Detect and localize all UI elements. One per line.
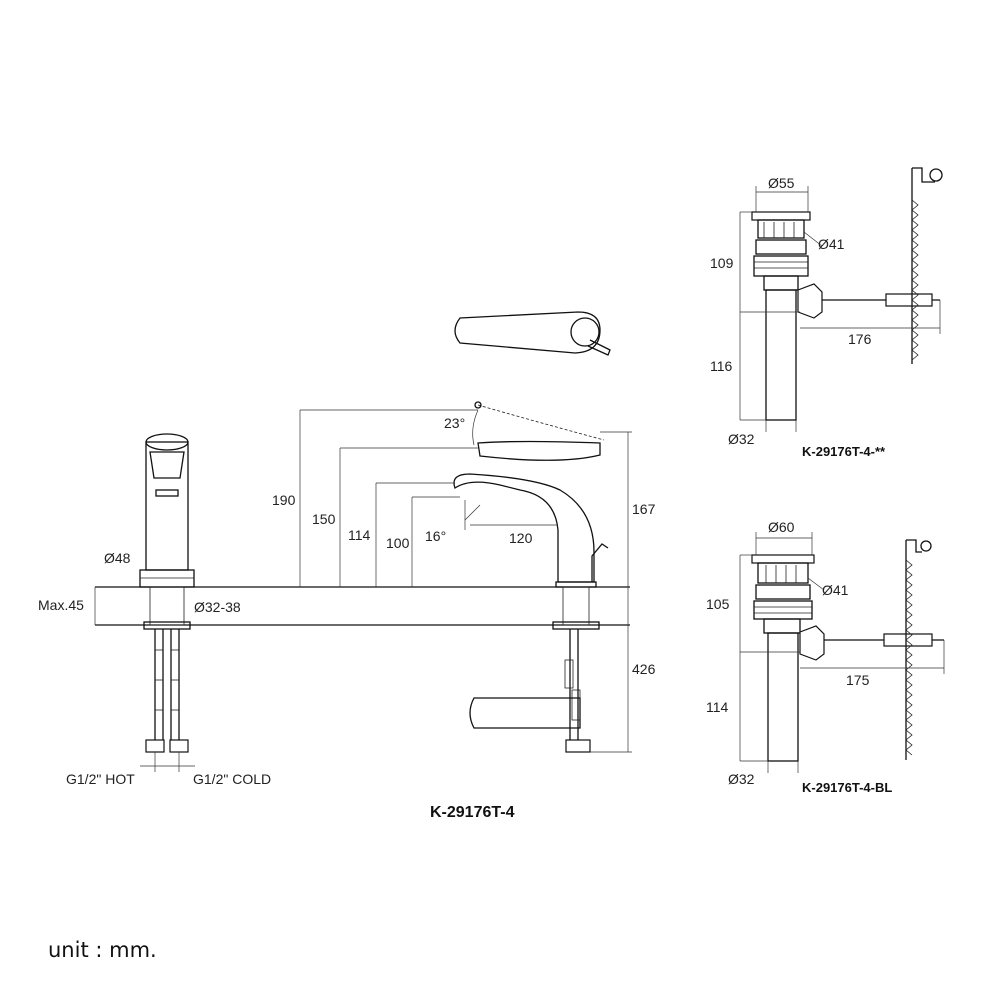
drain-bottom-height-114: 114 bbox=[706, 699, 729, 715]
height-167-label: 167 bbox=[632, 501, 656, 517]
counter-deck bbox=[95, 586, 630, 626]
drain-top-diameter-32: Ø32 bbox=[728, 431, 755, 447]
reach-120-label: 120 bbox=[509, 530, 533, 546]
drain-bottom-view: Ø60 Ø41 105 114 175 Ø32 K-29176T-4-BL bbox=[706, 519, 945, 795]
angle-16-label: 16° bbox=[425, 528, 446, 544]
main-view: Ø48 Max.45 Ø32-38 G1/2" HOT G1/2" COLD 1… bbox=[38, 311, 656, 821]
drain-top-diameter-41: Ø41 bbox=[818, 236, 845, 252]
height-426-label: 426 bbox=[632, 661, 656, 677]
hot-connection-label: G1/2" HOT bbox=[66, 771, 135, 787]
main-model-title: K-29176T-4 bbox=[430, 804, 515, 821]
unit-note: unit : mm. bbox=[48, 938, 157, 962]
drain-bottom-diameter-60: Ø60 bbox=[768, 519, 795, 535]
cold-connection-label: G1/2" COLD bbox=[193, 771, 271, 787]
main-dimension-labels: Ø48 Max.45 Ø32-38 G1/2" HOT G1/2" COLD 1… bbox=[38, 415, 656, 821]
drain-top-height-116: 116 bbox=[710, 358, 733, 374]
height-114-label: 114 bbox=[348, 527, 371, 543]
faucet-side-view bbox=[453, 401, 609, 753]
angle-23-label: 23° bbox=[444, 415, 465, 431]
diameter-32-38-label: Ø32-38 bbox=[194, 599, 241, 615]
height-dimensions bbox=[94, 409, 632, 753]
drain-bottom-height-105: 105 bbox=[706, 596, 730, 612]
max-45-label: Max.45 bbox=[38, 597, 84, 613]
drain-bottom-diameter-32: Ø32 bbox=[728, 771, 755, 787]
drain-top-height-109: 109 bbox=[710, 255, 734, 271]
drain-top-width-176: 176 bbox=[848, 331, 872, 347]
height-150-label: 150 bbox=[312, 511, 336, 527]
drain-top-view: Ø55 Ø41 109 116 176 Ø32 K-29176T-4-** bbox=[710, 167, 943, 459]
drain-bottom-model-label: K-29176T-4-BL bbox=[802, 780, 892, 795]
drain-top-diameter-55: Ø55 bbox=[768, 175, 795, 191]
drain-bottom-width-175: 175 bbox=[846, 672, 870, 688]
drain-top-model-label: K-29176T-4-** bbox=[802, 444, 886, 459]
height-100-label: 100 bbox=[386, 535, 410, 551]
handle-top-view bbox=[454, 311, 611, 356]
faucet-front-view bbox=[139, 433, 195, 772]
height-190-label: 190 bbox=[272, 492, 296, 508]
drain-bottom-diameter-41: Ø41 bbox=[822, 582, 849, 598]
diameter-48-label: Ø48 bbox=[104, 550, 131, 566]
